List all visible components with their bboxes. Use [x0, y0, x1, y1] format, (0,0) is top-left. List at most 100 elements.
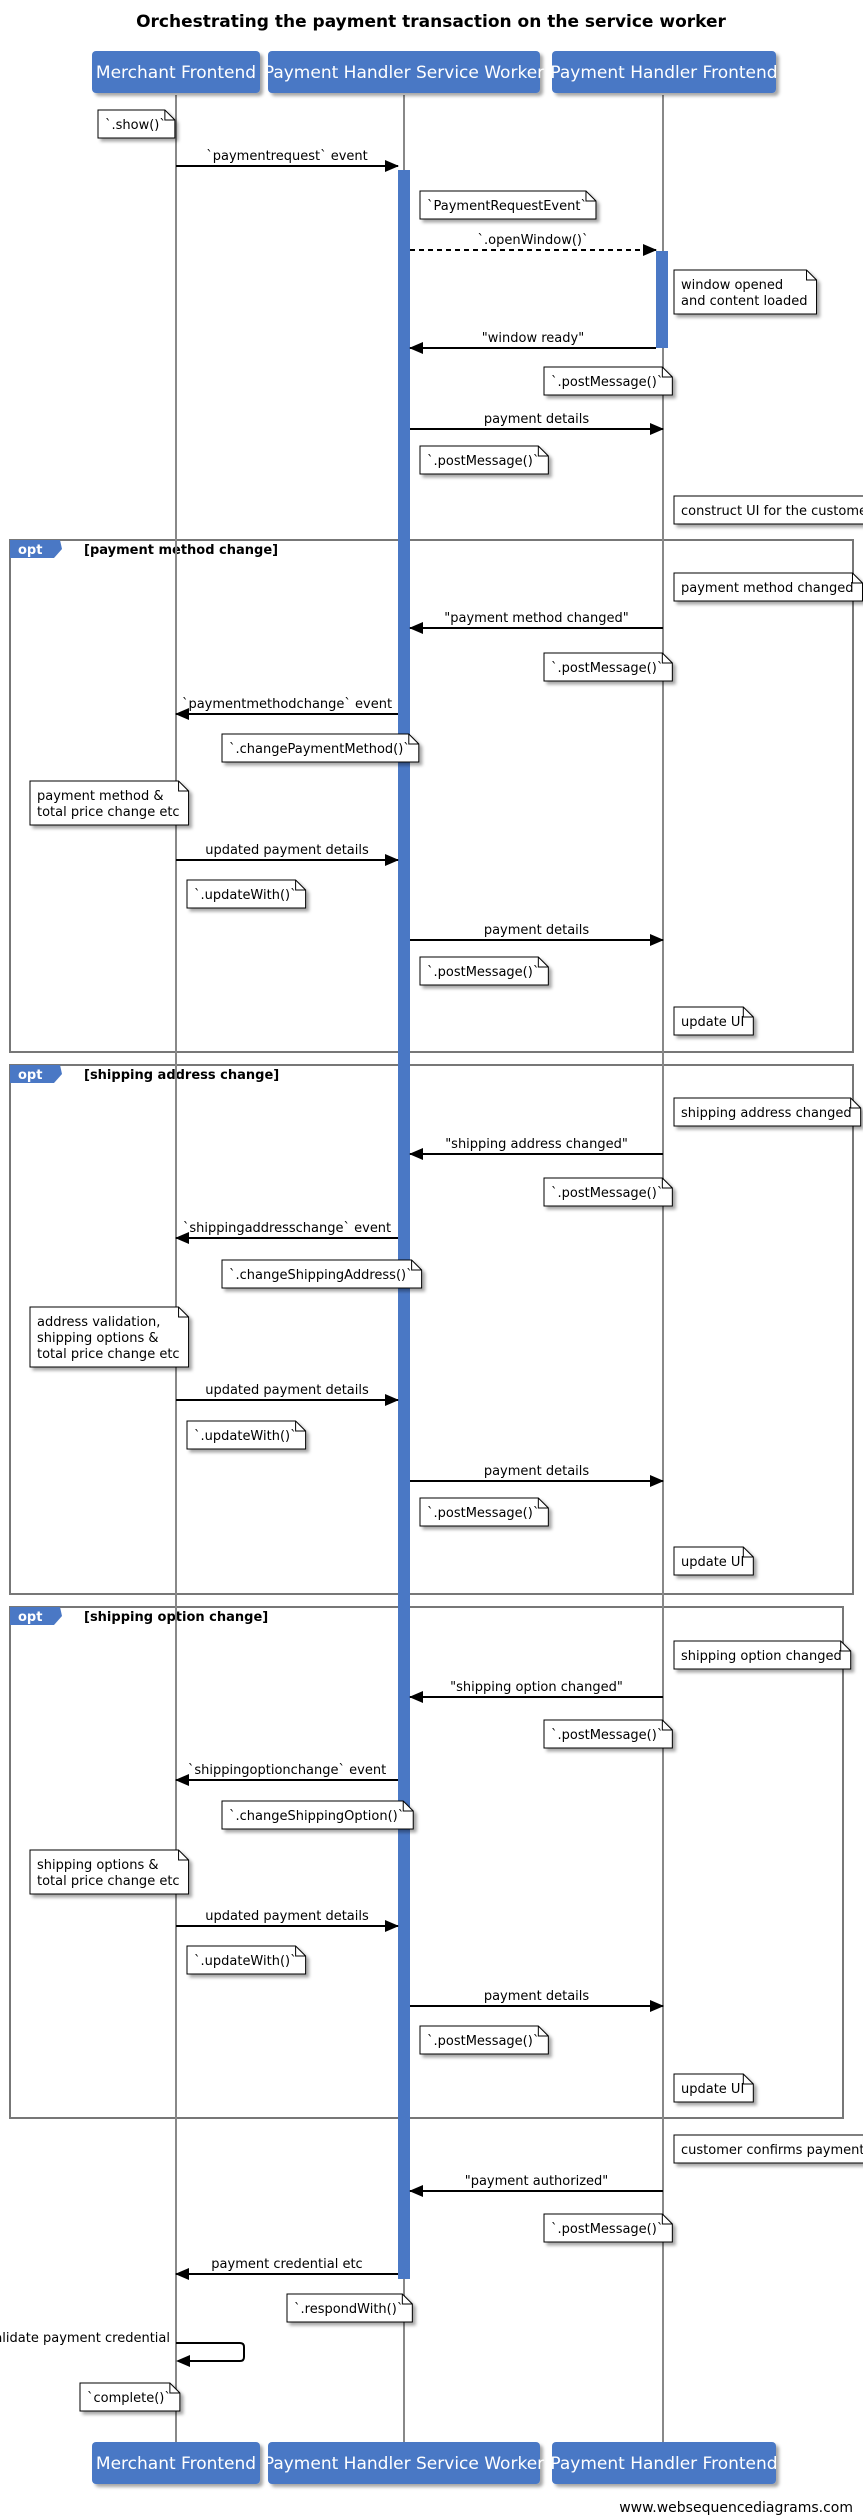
note-text: `.postMessage()` [551, 375, 663, 390]
note-fold [850, 1098, 861, 1109]
note-fold [178, 1307, 189, 1318]
note-box [543, 1177, 673, 1207]
message-label: "shipping address changed" [445, 1137, 628, 1152]
note-box [543, 652, 673, 682]
note-text: `.updateWith()` [194, 1954, 297, 1969]
note-text: shipping options & [37, 1858, 159, 1873]
note: `.postMessage()` [543, 1177, 673, 1207]
note-fold [178, 1850, 189, 1861]
note-text: shipping address changed [681, 1106, 852, 1121]
opt-frame-border [9, 1064, 854, 1595]
note-text: payment method & [37, 789, 164, 804]
self-message-loop [176, 2342, 245, 2362]
actor-box-bg [552, 51, 776, 93]
message-arrow: `paymentrequest` event [176, 149, 399, 172]
message-arrow: "window ready" [409, 331, 656, 354]
note: `.show()` [97, 109, 176, 139]
note-text: update UI [681, 2082, 744, 2097]
note-box [673, 572, 863, 602]
note-fold [408, 734, 419, 745]
note: `.updateWith()` [186, 1420, 307, 1450]
message-label: payment details [484, 1464, 590, 1479]
opt-frame-tab [10, 540, 62, 558]
note-fold [537, 446, 549, 457]
self-message-arrowhead [176, 2355, 190, 2367]
note-box [286, 2293, 413, 2323]
message-label: payment details [484, 1989, 590, 2004]
opt-frame-border [9, 539, 854, 1053]
note-fold [295, 1946, 306, 1957]
note-fold [742, 1007, 754, 1018]
note-text: `PaymentRequestEvent` [427, 199, 587, 214]
message-arrow: updated payment details [176, 843, 399, 866]
note-fold [401, 2294, 413, 2305]
note: `.postMessage()` [543, 2213, 673, 2243]
note-text: shipping option changed [681, 1649, 842, 1664]
note-box [673, 269, 818, 315]
note-fold [661, 367, 673, 378]
note-text: update UI [681, 1555, 744, 1570]
note-text: payment method changed [681, 581, 853, 596]
opt-frame-tab [10, 1607, 62, 1625]
message-arrow: `shippingaddresschange` event [175, 1221, 398, 1244]
note: construct UI for the customer [673, 495, 863, 525]
note-text: `.changeShippingAddress()` [229, 1268, 413, 1283]
note: `.updateWith()` [186, 1945, 307, 1975]
note-text: `.respondWith()` [294, 2302, 403, 2317]
note-fold [169, 2383, 180, 2394]
actor-box-bg [92, 2442, 260, 2484]
opt-frame-2: opt[shipping address change] [9, 1064, 854, 1595]
note-box [419, 956, 549, 986]
note: `complete()` [79, 2382, 181, 2412]
note-text: customer confirms payment [681, 2143, 863, 2158]
note-text: construct UI for the customer [681, 504, 863, 519]
note: `.changeShippingOption()` [221, 1800, 414, 1830]
actor-box-bg [268, 2442, 540, 2484]
message-label: `paymentmethodchange` event [182, 697, 392, 712]
note: `PaymentRequestEvent` [419, 190, 597, 220]
note-box [419, 1497, 549, 1527]
message-arrow: "payment method changed" [409, 611, 663, 634]
actor-label: Payment Handler Service Worker [264, 2454, 544, 2474]
actor-box-bg [268, 51, 540, 93]
note-box [543, 366, 673, 396]
opt-frame-kind: opt [18, 1610, 42, 1625]
note: address validation,shipping options &tot… [29, 1306, 190, 1368]
activation-bar-service-worker [398, 170, 410, 2279]
note-text: `.postMessage()` [551, 2222, 663, 2237]
message-arrow: updated payment details [176, 1383, 399, 1406]
note-box [419, 190, 597, 220]
note: payment method changed [673, 572, 863, 602]
note-text: `.postMessage()` [427, 454, 539, 469]
opt-frame-1: opt[payment method change] [9, 539, 854, 1053]
self-message-label: validate payment credential [0, 2331, 170, 2346]
note-text: address validation, [37, 1315, 160, 1330]
message-arrow: "shipping option changed" [409, 1680, 663, 1703]
opt-frame-kind: opt [18, 543, 42, 558]
note-fold [661, 2214, 673, 2225]
message-arrow: `paymentmethodchange` event [175, 697, 398, 720]
note-text: `.postMessage()` [427, 1506, 539, 1521]
message-arrow: payment details [410, 1989, 664, 2012]
note-box [673, 1006, 754, 1036]
note-text: `.postMessage()` [551, 661, 663, 676]
note-fold [840, 1641, 851, 1652]
note-fold [537, 957, 549, 968]
note-fold [178, 781, 189, 792]
note: `.respondWith()` [286, 2293, 413, 2323]
note-text: total price change etc [37, 1347, 180, 1362]
message-label: `shippingoptionchange` event [188, 1763, 386, 1778]
note: update UI [673, 2073, 754, 2103]
note-box [29, 1306, 190, 1368]
message-label: "window ready" [482, 331, 584, 346]
note-fold [585, 191, 596, 202]
note: `.postMessage()` [543, 366, 673, 396]
opt-frame-tab [10, 1065, 62, 1083]
message-label: "payment method changed" [444, 611, 628, 626]
note-box [186, 1420, 307, 1450]
note-text: shipping options & [37, 1331, 159, 1346]
note-fold [661, 653, 673, 664]
actor-label: Payment Handler Frontend [550, 2454, 777, 2474]
message-label: `.openWindow()` [478, 233, 589, 248]
